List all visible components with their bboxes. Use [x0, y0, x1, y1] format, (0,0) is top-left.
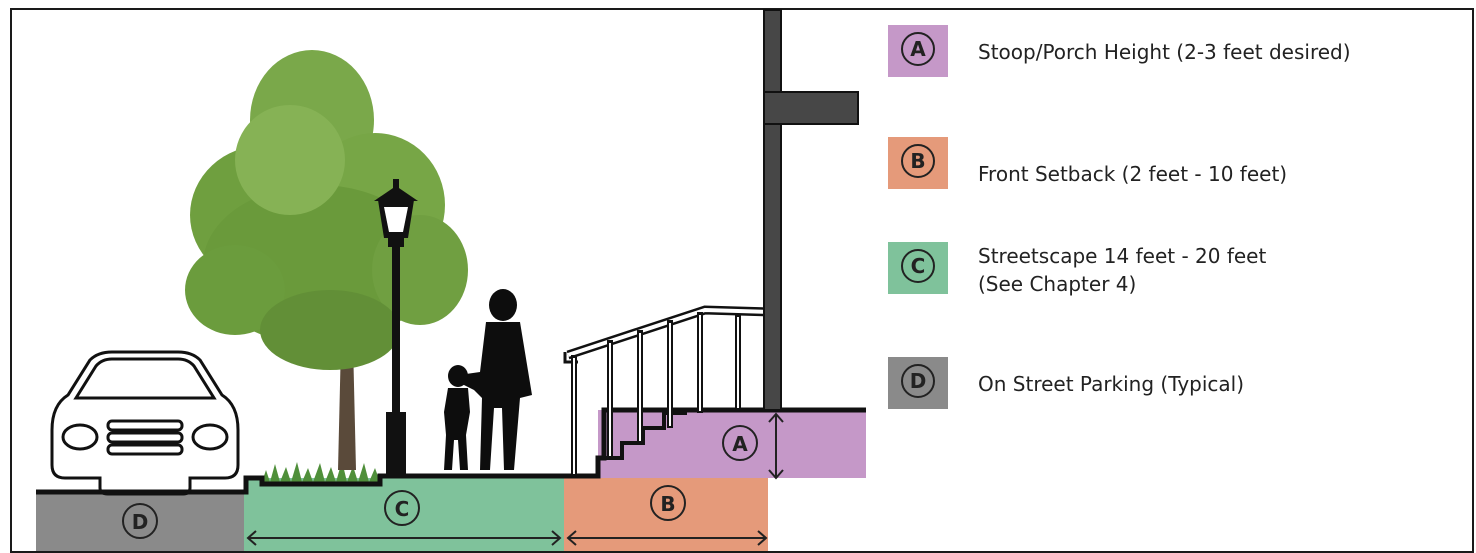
legend-swatch-b: B — [888, 137, 948, 189]
svg-text:C: C — [395, 497, 410, 521]
legend-letter-b: B — [901, 144, 935, 178]
svg-text:A: A — [732, 432, 748, 456]
legend-text-c-line1: Streetscape 14 feet - 20 feet — [978, 244, 1267, 268]
legend-swatch-a: A — [888, 25, 948, 77]
car-icon — [50, 350, 240, 496]
legend-swatch-c: C — [888, 242, 948, 294]
street-lamp-icon — [374, 179, 418, 478]
label-a: A — [722, 425, 758, 461]
legend-item-c: C Streetscape 14 feet - 20 feet (See Cha… — [888, 242, 1448, 296]
legend-item-d: D On Street Parking (Typical) — [888, 357, 1448, 409]
legend-text-d: On Street Parking (Typical) — [978, 372, 1245, 396]
grass-icon — [262, 461, 380, 482]
legend-letter-d: D — [901, 364, 935, 398]
legend-item-b: B Front Setback (2 feet - 10 feet) — [888, 137, 1448, 189]
stair-railing-icon — [563, 305, 773, 476]
label-c: C — [384, 490, 420, 526]
legend-letter-c: C — [901, 249, 935, 283]
legend-text-b: Front Setback (2 feet - 10 feet) — [978, 162, 1288, 186]
pedestrian-silhouette-icon — [444, 289, 532, 470]
ground-profile-line — [36, 407, 866, 495]
legend-letter-a: A — [901, 32, 935, 66]
tree-icon — [185, 50, 468, 470]
label-d: D — [122, 503, 158, 539]
legend-text-a: Stoop/Porch Height (2-3 feet desired) — [978, 40, 1351, 64]
svg-text:D: D — [132, 510, 149, 534]
dimension-arrows — [246, 412, 784, 546]
zone-d-parking — [36, 492, 244, 551]
legend-text-c-line2: (See Chapter 4) — [978, 272, 1137, 296]
label-b: B — [650, 485, 686, 521]
legend-swatch-d: D — [888, 357, 948, 409]
building-wall-icon — [763, 9, 859, 411]
legend-item-a: A Stoop/Porch Height (2-3 feet desired) — [888, 25, 1448, 77]
svg-text:B: B — [660, 492, 675, 516]
